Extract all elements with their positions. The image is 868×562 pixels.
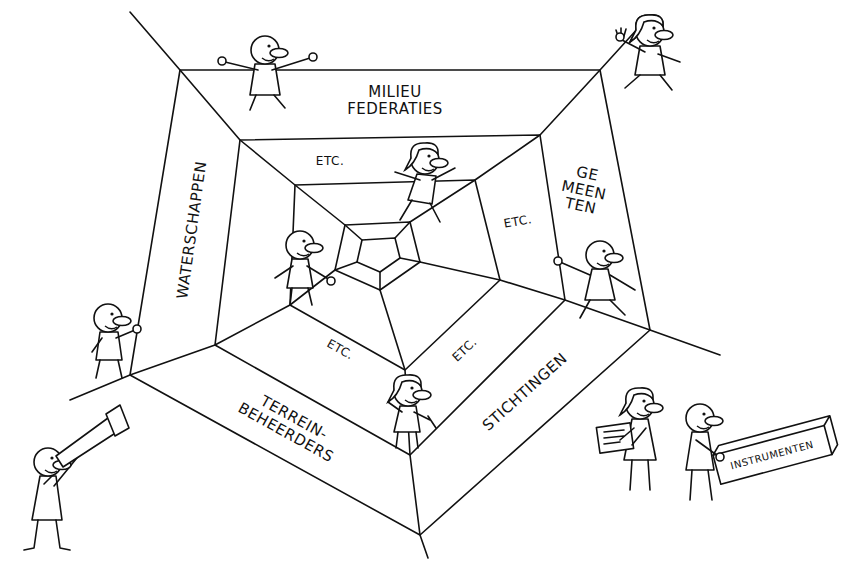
person-figure bbox=[616, 15, 680, 90]
band-label: TERREIN- BEHEERDERS bbox=[232, 382, 347, 467]
band-label: MILIEU FEDERATIES bbox=[344, 83, 446, 118]
person-figure bbox=[275, 231, 335, 305]
telescope bbox=[56, 418, 117, 467]
instrument-box bbox=[713, 425, 832, 484]
person-figure bbox=[395, 143, 455, 222]
band-label: WATERSCHAPPEN bbox=[173, 157, 212, 303]
person-figure bbox=[388, 375, 436, 448]
person-figure bbox=[554, 241, 635, 318]
person-figure bbox=[686, 404, 840, 500]
person-figure bbox=[24, 405, 129, 550]
person-figure bbox=[218, 36, 317, 110]
etc-label: ETC. bbox=[321, 335, 358, 365]
web-threads bbox=[70, 12, 720, 558]
box-label: INSTRUMENTEN bbox=[726, 437, 818, 473]
etc-label: ETC. bbox=[500, 212, 537, 233]
person-figure bbox=[596, 388, 663, 490]
person-figure bbox=[92, 304, 141, 378]
band-label: STICHTINGEN bbox=[477, 347, 574, 437]
etc-label: ETC. bbox=[447, 333, 483, 368]
band-label: GE MEEN TEN bbox=[554, 159, 615, 220]
etc-label: ETC. bbox=[313, 154, 347, 169]
